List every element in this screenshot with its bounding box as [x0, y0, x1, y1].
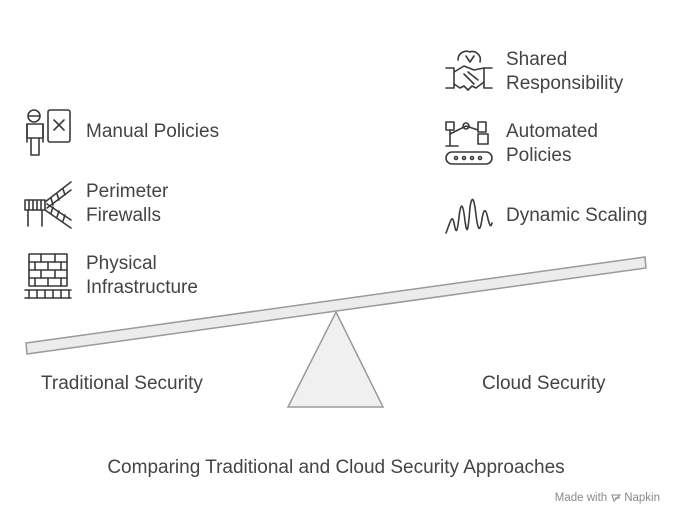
credit-brand: Napkin [624, 492, 660, 504]
seesaw-fulcrum [286, 310, 385, 408]
label-dynamic-scaling: Dynamic Scaling [506, 205, 648, 226]
label-physical-infrastructure: Physical Infrastructure [86, 253, 198, 298]
label-automated-policies: Automated Policies [506, 121, 598, 166]
credit-prefix: Made with [554, 492, 608, 504]
label-perimeter-firewalls: Perimeter Firewalls [86, 181, 169, 226]
label-manual-policies: Manual Policies [86, 121, 220, 142]
cloud-security-label: Cloud Security [482, 373, 606, 394]
napkin-credit: Made with Napkin [555, 492, 660, 504]
diagram-caption: Comparing Traditional and Cloud Security… [107, 457, 565, 478]
handshake-icon [444, 48, 494, 98]
brick-wall-icon [23, 252, 73, 302]
napkin-logo-icon [611, 494, 622, 503]
napkin-brand: Napkin [611, 492, 660, 504]
barrier-firewall-icon [23, 180, 73, 230]
label-shared-responsibility: Shared Responsibility [506, 49, 624, 94]
seesaw-beam [25, 256, 647, 355]
person-with-x-icon [23, 108, 73, 158]
traditional-security-label: Traditional Security [41, 373, 203, 394]
waveform-icon [444, 193, 494, 243]
robot-arm-conveyor-icon [444, 120, 494, 170]
